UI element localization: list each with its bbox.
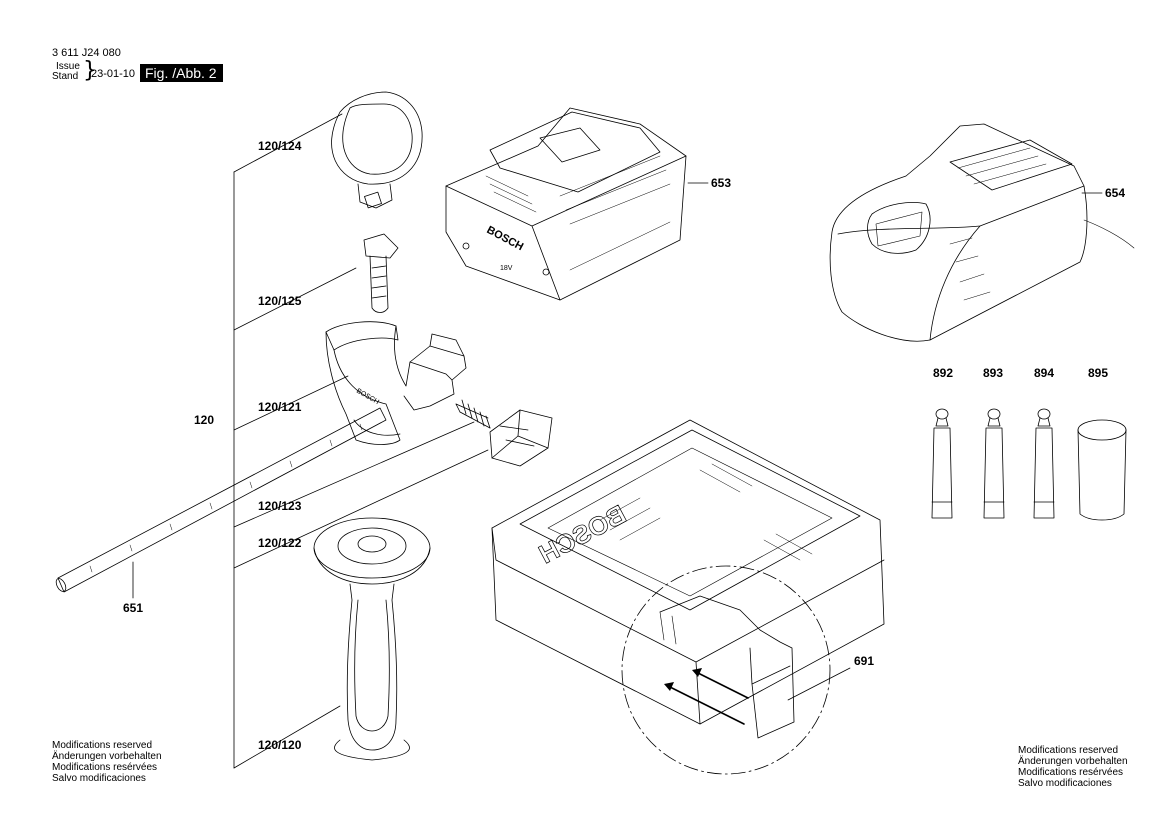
issue-date: 23-01-10 <box>91 68 136 80</box>
clamp-block <box>489 409 553 467</box>
assembly-bracket-120 <box>233 113 489 769</box>
auxiliary-handle <box>313 517 431 761</box>
modifications-note-right: Modifications reserved Änderungen vorbeh… <box>1018 745 1128 789</box>
callout-120-125: 120/125 <box>258 294 302 308</box>
issue-block: Issue Stand } 23-01-10 Fig. /Abb. 2 <box>52 58 252 88</box>
charger <box>829 123 1135 342</box>
depth-rod <box>55 407 387 593</box>
callout-653: 653 <box>711 176 732 190</box>
note-line: Änderungen vorbehalten <box>52 751 162 762</box>
callout-120: 120 <box>194 413 215 427</box>
callout-120-121: 120/121 <box>258 400 302 414</box>
handle-brand-text: BOSCH <box>355 388 380 407</box>
note-line: Modifications resérvées <box>52 762 158 773</box>
carrying-case <box>491 419 885 725</box>
modifications-note-left: Modifications reserved Änderungen vorbeh… <box>52 740 162 784</box>
note-line: Modifications reserved <box>52 740 153 751</box>
battery-brand-text: BOSCH <box>485 224 526 253</box>
insert-arrows <box>667 671 749 725</box>
callout-894: 894 <box>1034 366 1055 380</box>
issue-labels: Issue Stand <box>52 62 80 82</box>
handle-support <box>325 321 467 445</box>
doc-number: 3 611 J24 080 <box>52 47 121 59</box>
clamp-band <box>331 91 423 209</box>
callout-895: 895 <box>1088 366 1109 380</box>
callout-120-124: 120/124 <box>258 139 302 153</box>
figure-label: Fig. /Abb. 2 <box>140 64 223 82</box>
leader-691 <box>787 667 851 701</box>
callout-651: 651 <box>123 601 144 615</box>
t-bolt <box>363 233 399 313</box>
case-detail-inset <box>621 565 831 775</box>
note-line: Modifications resérvées <box>1018 767 1124 778</box>
callout-892: 892 <box>933 366 954 380</box>
accessory-894 <box>1033 408 1055 519</box>
battery-small-label: 18V <box>500 265 513 272</box>
callout-654: 654 <box>1105 186 1126 200</box>
accessory-895 <box>1077 419 1127 521</box>
callout-120-120: 120/120 <box>258 738 302 752</box>
arrow-head-1 <box>692 668 702 677</box>
accessory-892 <box>931 408 953 519</box>
spring <box>455 399 491 429</box>
battery-pack <box>445 107 687 301</box>
brace-icon: } <box>83 58 97 83</box>
callout-120-122: 120/122 <box>258 536 302 550</box>
arrow-head-2 <box>664 682 674 691</box>
note-line: Änderungen vorbehalten <box>1018 756 1128 767</box>
note-line: Salvo modificaciones <box>52 773 146 784</box>
note-line: Salvo modificaciones <box>1018 778 1112 789</box>
accessory-893 <box>983 408 1005 519</box>
callout-120-123: 120/123 <box>258 499 302 513</box>
callout-691: 691 <box>854 654 875 668</box>
issue-label: Issue <box>56 61 80 72</box>
callout-893: 893 <box>983 366 1004 380</box>
note-line: Modifications reserved <box>1018 745 1119 756</box>
case-brand-text: BOSCH <box>534 499 631 570</box>
stand-label: Stand <box>52 71 79 82</box>
